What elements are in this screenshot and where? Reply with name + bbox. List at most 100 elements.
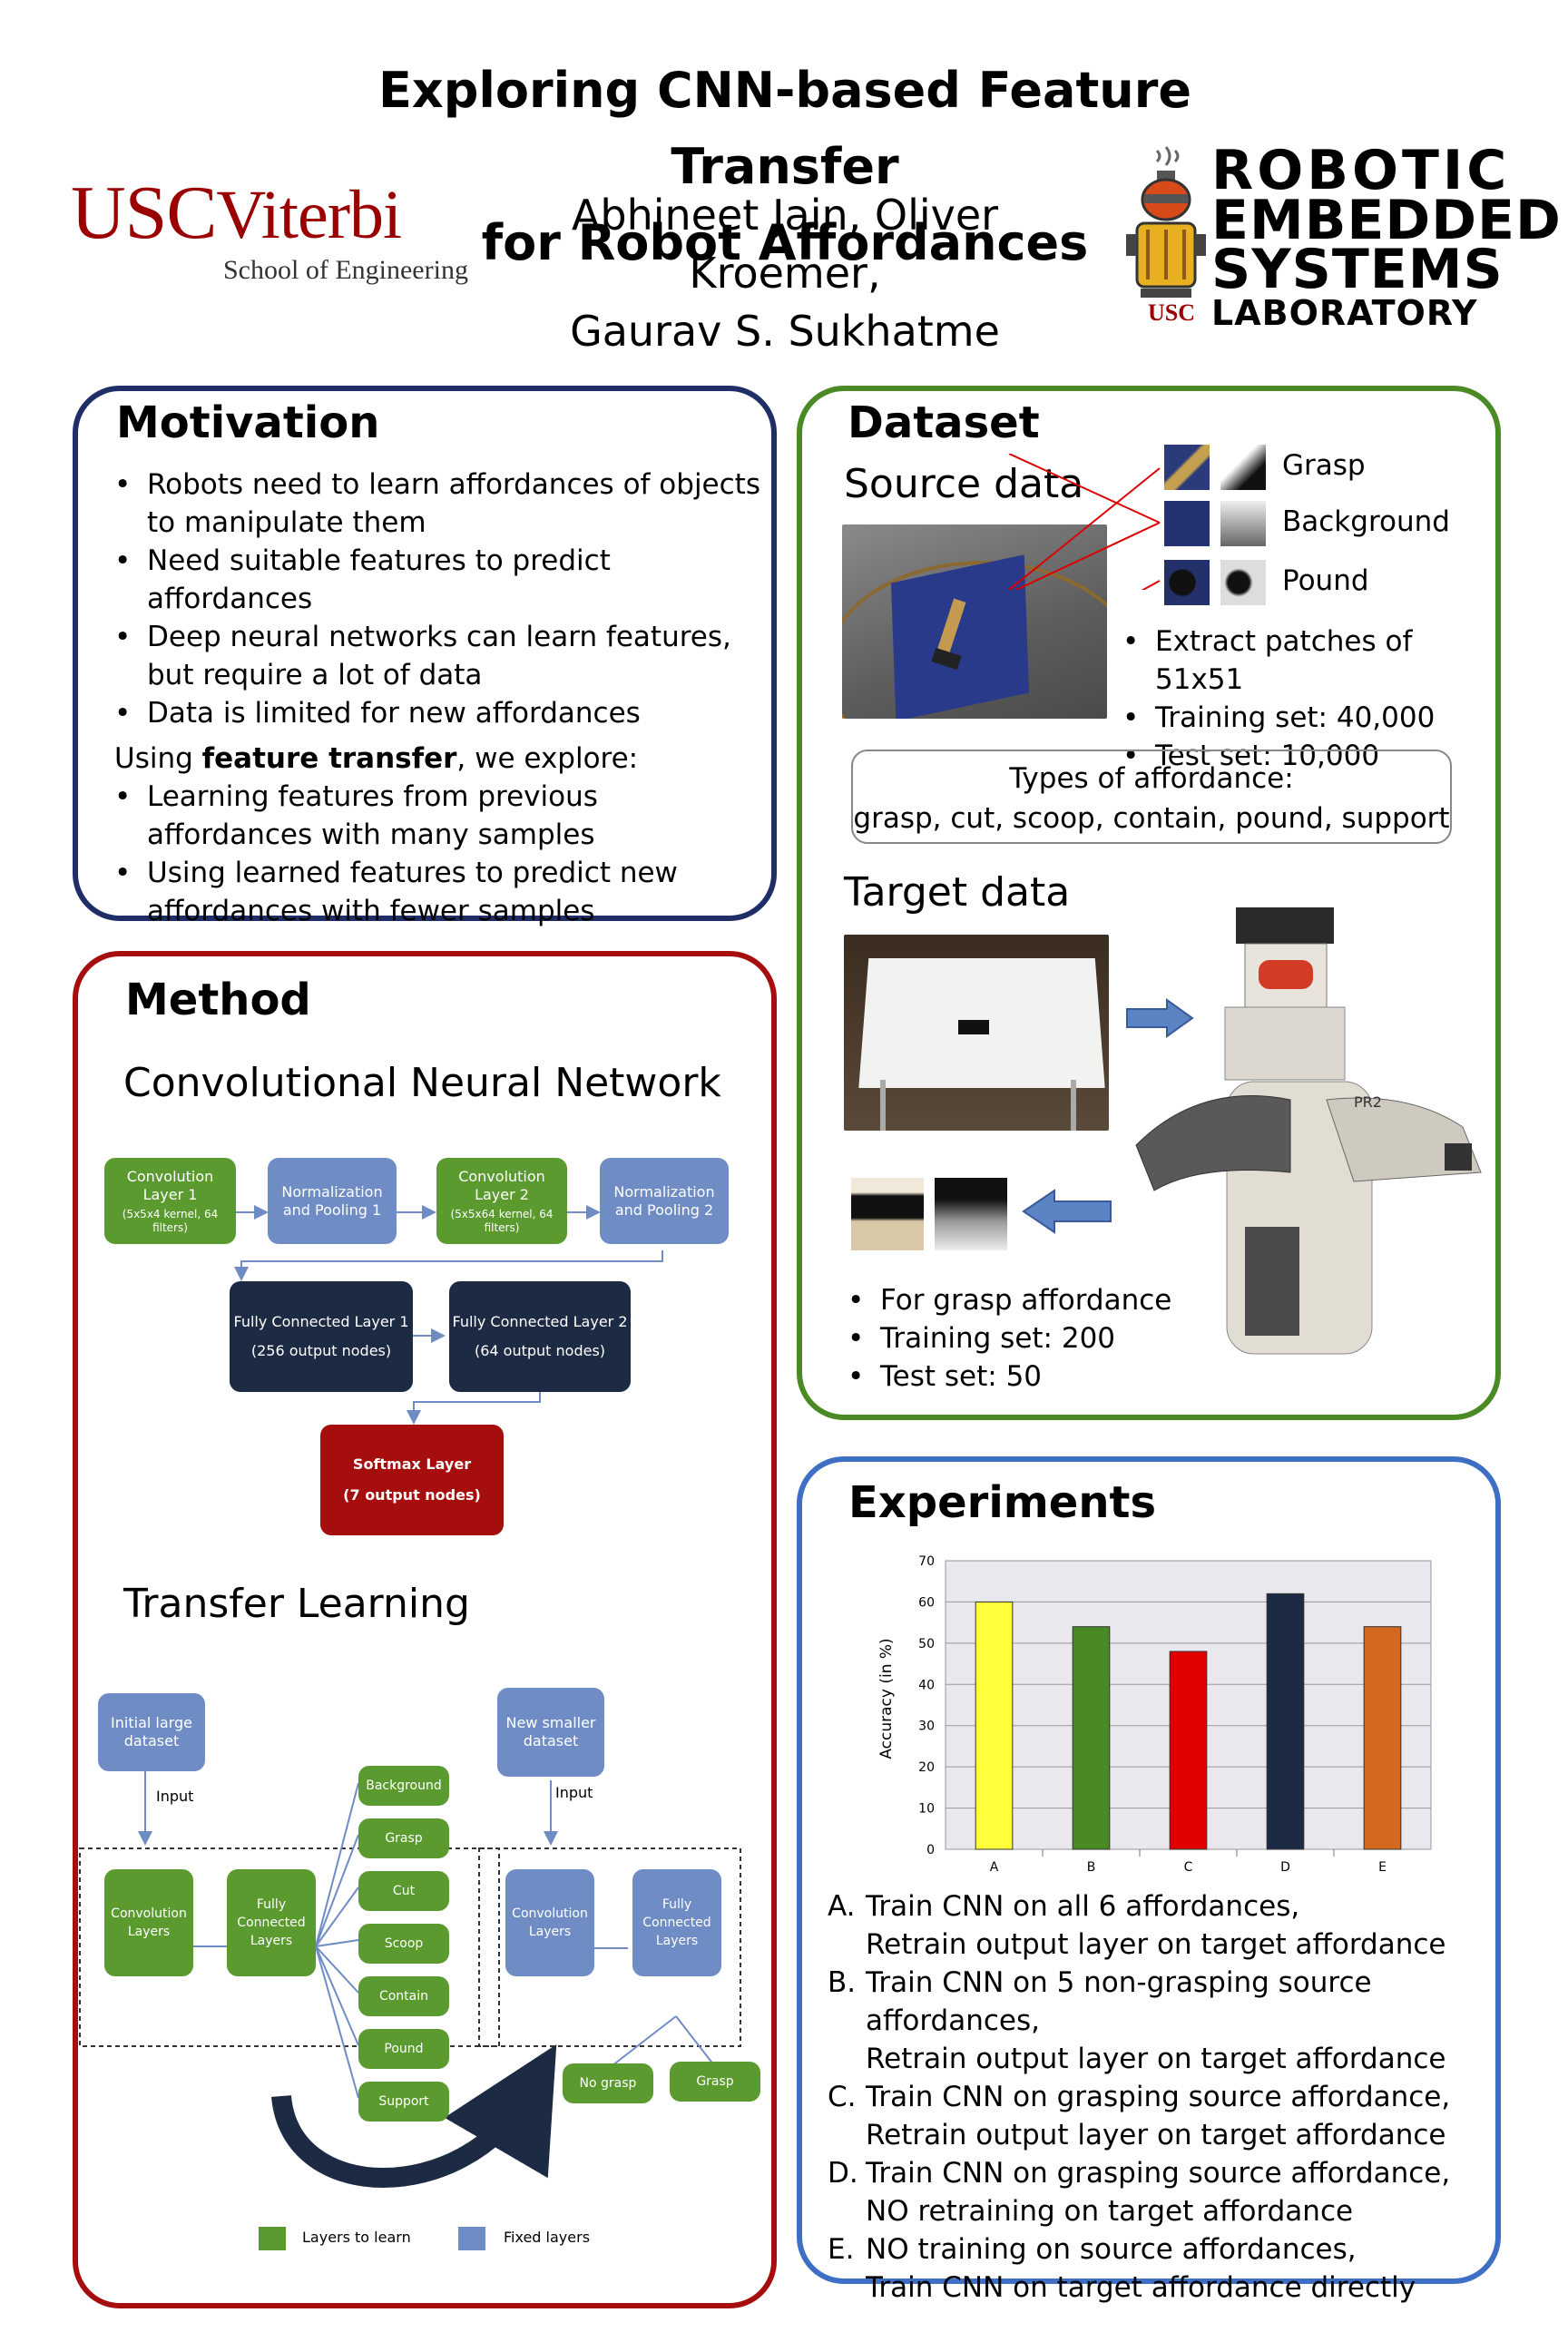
pound-depth-patch bbox=[1220, 560, 1266, 605]
pr2-robot-image: PR2 bbox=[1118, 900, 1499, 1365]
robot-mascot-icon: USC bbox=[1121, 143, 1211, 329]
method-heading: Method bbox=[125, 975, 311, 1025]
output-label: Cut bbox=[392, 1884, 416, 1898]
x-tick-label: E bbox=[1378, 1860, 1387, 1875]
background-patch-image bbox=[1164, 501, 1210, 546]
conv-layers-fixed-node: Convolution Layers bbox=[505, 1869, 594, 1976]
target-bullet-list: For grasp affordance Training set: 200 T… bbox=[848, 1281, 1192, 1396]
transfer-connectors bbox=[79, 1771, 741, 2188]
experiment-line-1: Train CNN on 5 non-grasping source affor… bbox=[866, 1966, 1372, 2037]
chart-bars bbox=[975, 1592, 1402, 1850]
motivation-text: Robots need to learn affordances of obje… bbox=[114, 466, 760, 930]
fc-layers-label: Fully Connected Layers bbox=[237, 1897, 306, 1948]
authors-line-1: Abhineet Jain, Oliver Kroemer, bbox=[571, 191, 999, 298]
experiment-key: A. bbox=[828, 1890, 856, 1923]
motivation-bullet: Deep neural networks can learn features,… bbox=[114, 618, 760, 694]
experiment-key: D. bbox=[828, 2157, 858, 2190]
output-grasp: Grasp bbox=[358, 1818, 449, 1858]
norm-pool-1-label: Normalization and Pooling 1 bbox=[281, 1182, 383, 1219]
experiment-line-2: Train CNN on target affordance directly bbox=[866, 2271, 1416, 2304]
y-tick-label: 10 bbox=[918, 1802, 935, 1817]
experiment-item-c: C.Train CNN on grasping source affordanc… bbox=[828, 2078, 1499, 2154]
x-tick-label: D bbox=[1280, 1860, 1290, 1875]
norm-pool-2-node: Normalization and Pooling 2 bbox=[600, 1158, 729, 1244]
conv-layers-fixed-label: Convolution Layers bbox=[512, 1906, 588, 1939]
arrow-right-icon bbox=[1125, 998, 1194, 1043]
bar-A bbox=[975, 1601, 1014, 1850]
target-bullets: For grasp affordance Training set: 200 T… bbox=[848, 1281, 1192, 1396]
conv-layers-node: Convolution Layers bbox=[104, 1869, 193, 1976]
patch-pointer-lines bbox=[1008, 454, 1161, 590]
experiment-line-2: Retrain output layer on target affordanc… bbox=[866, 1928, 1446, 1961]
grasp-depth-patch bbox=[1220, 445, 1266, 490]
feature-transfer-intro: Using feature transfer, we explore: bbox=[114, 740, 760, 778]
motivation-bullets: Robots need to learn affordances of obje… bbox=[114, 466, 760, 732]
input-label: Input bbox=[156, 1788, 194, 1805]
motivation-bullet: Using learned features to predict new af… bbox=[114, 854, 760, 930]
experiment-line-2: Retrain output layer on target affordanc… bbox=[866, 2119, 1446, 2151]
y-tick-label: 30 bbox=[918, 1720, 935, 1734]
source-bullet: Extract patches of 51x51 bbox=[1122, 622, 1504, 699]
authors-line-2: Gaurav S. Sukhatme bbox=[570, 307, 1000, 356]
pound-patch-label: Pound bbox=[1282, 564, 1369, 597]
output-cut: Cut bbox=[358, 1871, 449, 1911]
output-label: Grasp bbox=[385, 1831, 423, 1846]
target-depth-patch bbox=[935, 1178, 1007, 1250]
cnn-connectors bbox=[234, 1205, 663, 1425]
x-tick-label: A bbox=[990, 1860, 999, 1875]
transfer-heading: Transfer Learning bbox=[123, 1581, 470, 1627]
legend-fixed-label: Fixed layers bbox=[504, 2229, 591, 2246]
grasp-patch-image bbox=[1164, 445, 1210, 490]
source-scene-photo bbox=[842, 524, 1107, 719]
target-bullet: Test set: 50 bbox=[848, 1357, 1192, 1396]
y-tick-label: 50 bbox=[918, 1637, 935, 1651]
experiment-line-1: NO training on source affordances, bbox=[866, 2233, 1357, 2266]
legend-learn-swatch bbox=[259, 2227, 286, 2250]
conv-layer-2-title: Convolution Layer 2 bbox=[458, 1167, 545, 1203]
motivation-bullets-2: Learning features from previous affordan… bbox=[114, 778, 760, 930]
experiment-line-2: Retrain output layer on target affordanc… bbox=[866, 2043, 1446, 2075]
lab-logo-line-1: ROBOTIC bbox=[1211, 139, 1511, 202]
experiment-key: B. bbox=[828, 1966, 857, 1999]
initial-dataset-node: Initial large dataset bbox=[98, 1693, 205, 1771]
lab-logo-line-4: LABORATORY bbox=[1211, 293, 1478, 333]
conv-layer-1-title: Convolution Layer 1 bbox=[126, 1167, 214, 1203]
authors: Abhineet Jain, Oliver Kroemer, Gaurav S.… bbox=[472, 186, 1098, 360]
fc-layer-1-sub: (256 output nodes) bbox=[250, 1342, 392, 1359]
bar-E bbox=[1363, 1626, 1402, 1850]
motivation-bullet: Need suitable features to predict afford… bbox=[114, 542, 760, 618]
fc-layer-2-title: Fully Connected Layer 2 bbox=[452, 1313, 628, 1330]
output-label: Background bbox=[366, 1779, 442, 1793]
y-tick-label: 70 bbox=[918, 1554, 935, 1569]
experiment-item-a: A.Train CNN on all 6 affordances,Retrain… bbox=[828, 1887, 1499, 1964]
lab-logo-line-3: SYSTEMS bbox=[1211, 238, 1504, 301]
experiment-key: E. bbox=[828, 2233, 855, 2266]
softmax-title: Softmax Layer bbox=[352, 1455, 472, 1473]
output-scoop: Scoop bbox=[358, 1924, 449, 1964]
output-background: Background bbox=[358, 1766, 449, 1806]
fc-layers-node: Fully Connected Layers bbox=[227, 1869, 316, 1976]
fc-layer-2-node: Fully Connected Layer 2 (64 output nodes… bbox=[449, 1281, 631, 1392]
experiment-line-1: Train CNN on grasping source affordance, bbox=[866, 2081, 1451, 2113]
output-pound: Pound bbox=[358, 2029, 449, 2069]
output-label: Contain bbox=[378, 1989, 429, 2004]
softmax-sub: (7 output nodes) bbox=[343, 1486, 481, 1504]
grasp-label: Grasp bbox=[696, 2074, 734, 2089]
legend-learn-label: Layers to learn bbox=[302, 2229, 411, 2246]
affordance-types-title: Types of affordance: bbox=[1009, 762, 1294, 795]
experiment-item-d: D.Train CNN on grasping source affordanc… bbox=[828, 2154, 1499, 2230]
target-bullet: Training set: 200 bbox=[848, 1319, 1192, 1357]
y-tick-label: 0 bbox=[926, 1843, 935, 1857]
target-bullet: For grasp affordance bbox=[848, 1281, 1192, 1319]
new-dataset-label: New smaller dataset bbox=[505, 1714, 596, 1749]
intro-post: , we explore: bbox=[456, 742, 639, 775]
affordance-types-box: Types of affordance: grasp, cut, scoop, … bbox=[851, 750, 1452, 844]
softmax-layer-node: Softmax Layer (7 output nodes) bbox=[320, 1425, 504, 1535]
output-label: Scoop bbox=[384, 1936, 424, 1951]
affordance-types-list: grasp, cut, scoop, contain, pound, suppo… bbox=[853, 802, 1450, 835]
source-bullet: Test set: 10,000 bbox=[1122, 737, 1504, 775]
usc-tag: USC bbox=[1148, 299, 1196, 326]
